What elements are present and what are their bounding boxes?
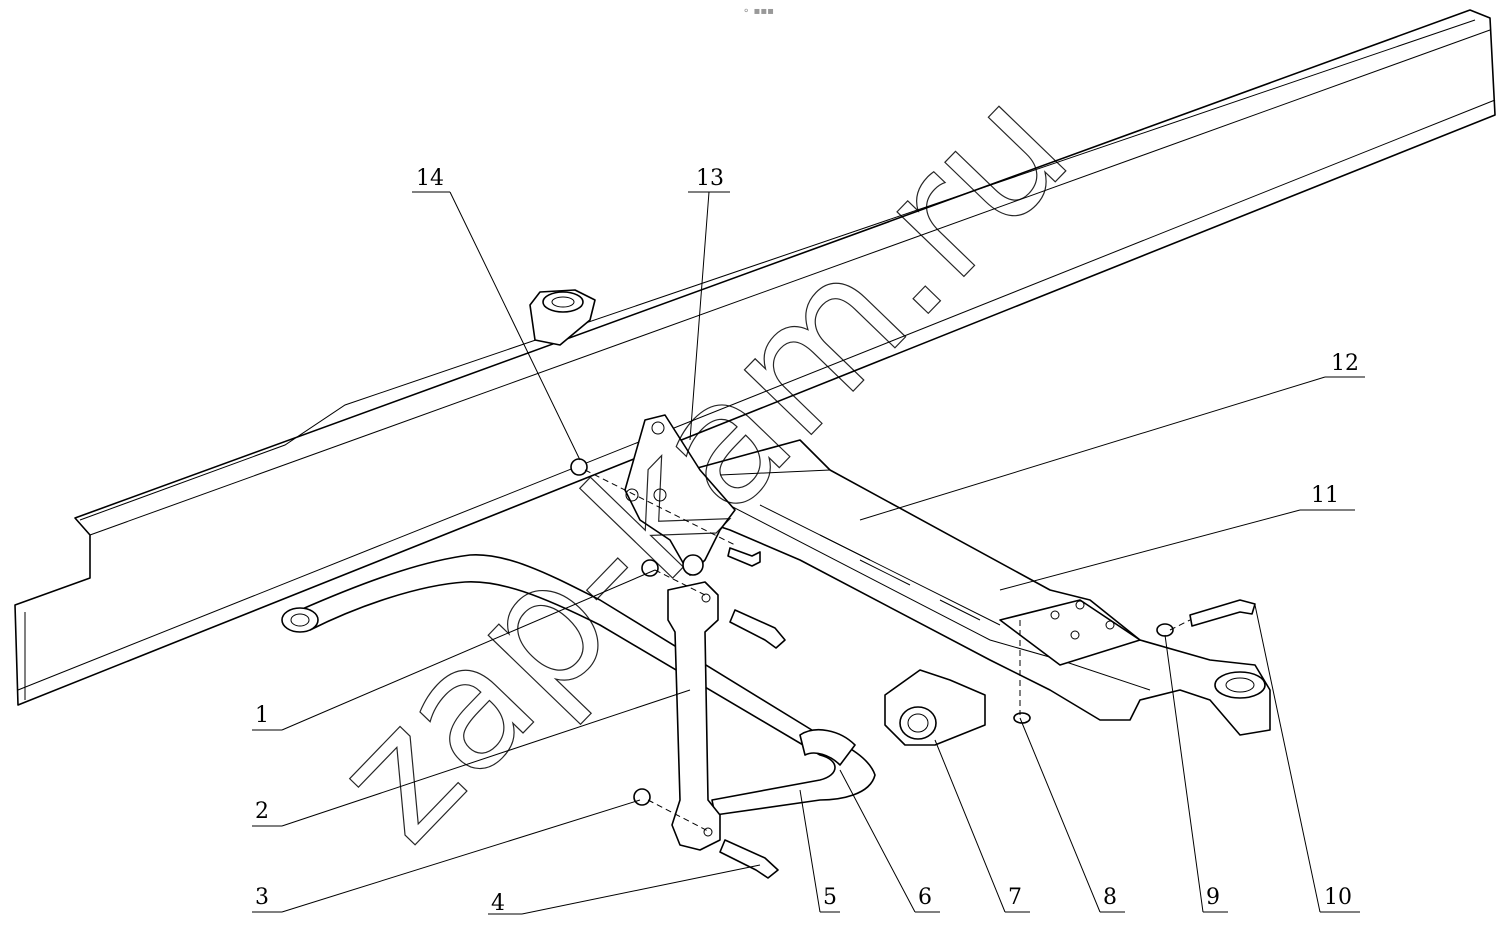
viewer-toolbar-icon[interactable]: ⚬ ▪▪▪ [742, 6, 774, 17]
callout-4: 4 [488, 864, 761, 916]
callout-leader [799, 789, 840, 913]
callout-leader [934, 739, 1030, 913]
callout-number: 5 [823, 885, 837, 910]
callout-leader [412, 191, 581, 461]
callout-8: 8 [1019, 717, 1125, 913]
callout-12: 12 [859, 351, 1365, 521]
callout-leader [252, 569, 656, 731]
upper-bracket [529, 289, 596, 346]
callout-5: 5 [799, 789, 840, 913]
callout-number: 13 [696, 166, 724, 191]
callout-leader [839, 769, 940, 913]
callout-number: 11 [1311, 483, 1339, 508]
callout-3: 3 [252, 799, 641, 913]
callout-9: 9 [1164, 634, 1228, 913]
callout-10: 10 [1254, 604, 1360, 913]
callout-leader [1019, 717, 1125, 913]
callout-number: 4 [491, 891, 505, 916]
callout-number: 3 [255, 885, 269, 910]
callout-leader [688, 191, 730, 441]
cross-member [689, 439, 1271, 736]
callout-7: 7 [934, 739, 1030, 913]
callout-13: 13 [688, 166, 730, 441]
callout-number: 7 [1008, 885, 1022, 910]
link-rod [667, 581, 721, 851]
callout-leader [252, 799, 641, 913]
clamp-bushing [884, 669, 986, 746]
callout-number: 8 [1103, 885, 1117, 910]
callout-number: 12 [1331, 351, 1359, 376]
callout-leader [999, 509, 1355, 591]
callout-leader [488, 864, 761, 915]
callout-14: 14 [412, 166, 581, 461]
callout-leader [1254, 604, 1360, 913]
callout-number: 9 [1206, 885, 1220, 910]
callout-2: 2 [252, 689, 691, 827]
callout-11: 11 [999, 483, 1355, 591]
callout-leader [252, 689, 691, 827]
callout-number: 1 [255, 703, 269, 728]
callout-number: 6 [918, 885, 932, 910]
frame-rail [14, 9, 1496, 706]
center-lines [584, 469, 1191, 833]
bracket-13 [624, 414, 736, 576]
callout-6: 6 [839, 769, 940, 913]
callout-leader [1164, 634, 1228, 913]
callout-number: 10 [1324, 885, 1352, 910]
callout-leader [859, 376, 1365, 521]
callout-1: 1 [252, 569, 656, 731]
stabilizer-bar [281, 554, 876, 816]
callout-number: 2 [255, 799, 269, 824]
callout-number: 14 [416, 166, 444, 191]
